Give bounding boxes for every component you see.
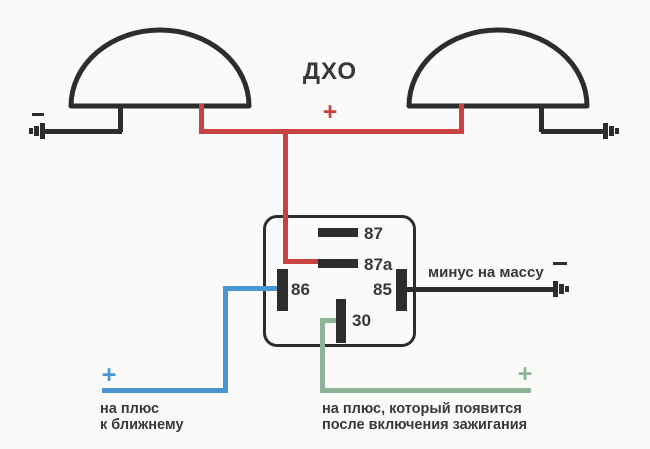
- pin-87a-contact: [318, 259, 358, 268]
- green-wire-to-pin-30: [320, 318, 340, 323]
- green-wire-caption: на плюс, который появится после включени…: [322, 401, 528, 433]
- left-lamp-ground-leg-wire: [118, 104, 123, 132]
- red-wire-to-pin-87a: [283, 259, 328, 264]
- green-wire-caption-line1: на плюс, который появится: [322, 401, 522, 417]
- relay-box: [263, 215, 416, 347]
- blue-wire-caption-line1: на плюс: [100, 401, 160, 417]
- red-wire-right-lamp-leg: [459, 104, 464, 134]
- green-wire-horizontal: [320, 388, 531, 393]
- pin-30-contact: [336, 299, 346, 343]
- right-lamp-ground-leg-wire: [539, 104, 544, 132]
- minus-icon: [553, 262, 567, 265]
- ground-bar-tall: [553, 281, 558, 297]
- minus-icon: [32, 113, 44, 116]
- pin-85-label: 85: [373, 280, 392, 299]
- ground-bar-small: [29, 128, 33, 134]
- plus-sign-green: +: [517, 360, 533, 388]
- ground-bar-small: [565, 286, 569, 292]
- ground-bar-medium: [559, 284, 564, 294]
- ground-bar-tall: [603, 123, 608, 139]
- pin-30-label: 30: [352, 311, 371, 330]
- pin-87-label: 87: [364, 224, 383, 243]
- lamp-dome-shape: [68, 27, 252, 109]
- diagram-title: ДХО: [302, 58, 358, 85]
- left-drl-lamp-icon: [68, 25, 252, 109]
- plus-sign-red: +: [322, 98, 338, 126]
- blue-wire-caption-line2: к ближнему: [100, 416, 184, 433]
- ground-bar-medium: [34, 126, 39, 136]
- green-wire-vertical: [320, 318, 325, 393]
- red-wire-horizontal-bus: [199, 129, 464, 134]
- right-drl-lamp-icon: [406, 25, 590, 109]
- pin-85-ground-wire: [405, 287, 555, 292]
- pin-87a-label: 87a: [364, 255, 393, 274]
- pin-85-contact: [396, 269, 407, 311]
- blue-wire-caption: на плюс к ближнему: [100, 401, 184, 433]
- right-lamp-ground-horizontal-wire: [541, 129, 605, 134]
- blue-wire-horizontal: [102, 388, 228, 393]
- ground-bar-small: [615, 128, 619, 134]
- blue-wire-vertical: [223, 286, 228, 393]
- minus-to-ground-label: минус на массу: [428, 264, 544, 281]
- lamp-dome-shape: [406, 27, 590, 109]
- ground-bar-tall: [40, 123, 45, 139]
- plus-sign-blue: +: [101, 361, 117, 389]
- green-wire-caption-line2: после включения зажигания: [322, 416, 528, 433]
- pin-86-label: 86: [291, 280, 310, 299]
- red-wire-left-lamp-leg: [199, 104, 204, 134]
- ground-bar-medium: [609, 126, 614, 136]
- red-wire-vertical-to-relay: [283, 129, 288, 264]
- blue-wire-to-pin-86: [223, 286, 279, 291]
- left-lamp-ground-horizontal-wire: [44, 129, 122, 134]
- pin-86-contact: [277, 269, 288, 311]
- pin-87-contact: [318, 228, 358, 237]
